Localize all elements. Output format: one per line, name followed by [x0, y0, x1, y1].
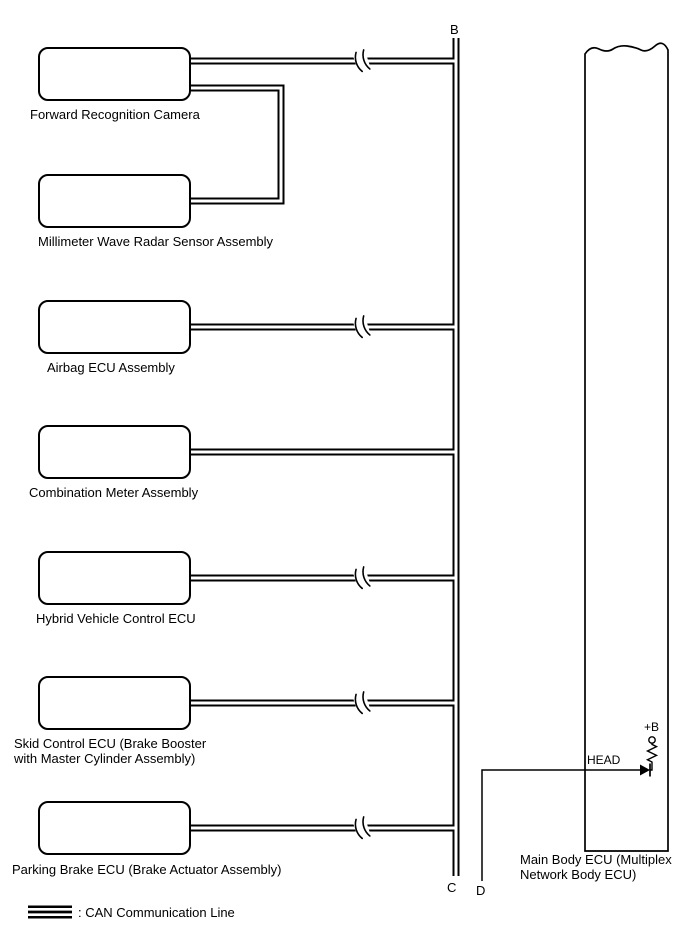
can-link-camera-radar — [191, 84, 285, 205]
can-lines-outer — [191, 38, 460, 876]
module-label-forward-recognition-camera: Forward Recognition Camera — [30, 107, 200, 122]
module-label-airbag-ecu: Airbag ECU Assembly — [47, 360, 175, 375]
plus-b-terminal-icon — [648, 736, 656, 744]
head-wire — [481, 769, 640, 881]
module-box-airbag-ecu — [38, 300, 191, 354]
module-label-hybrid-vehicle-control-ecu: Hybrid Vehicle Control ECU — [36, 611, 196, 626]
head-pin-label: HEAD — [587, 753, 621, 767]
legend-can-line-label: : CAN Communication Line — [78, 905, 235, 920]
resistor-icon — [645, 743, 659, 764]
connector-label-b: B — [450, 22, 459, 37]
connector-label-d: D — [476, 883, 486, 898]
plus-b-label: +B — [644, 720, 660, 734]
module-label-combination-meter: Combination Meter Assembly — [29, 485, 199, 500]
break-icon — [352, 566, 371, 590]
module-label-millimeter-wave-radar: Millimeter Wave Radar Sensor Assembly — [38, 234, 274, 249]
module-box-millimeter-wave-radar — [38, 174, 191, 228]
connector-label-c: C — [447, 880, 457, 895]
module-box-hybrid-vehicle-control-ecu — [38, 551, 191, 605]
module-box-parking-brake-ecu — [38, 801, 191, 855]
module-box-forward-recognition-camera — [38, 47, 191, 101]
break-icon — [352, 691, 371, 715]
break-icon — [352, 315, 371, 339]
module-box-skid-control-ecu — [38, 676, 191, 730]
module-label-parking-brake-ecu: Parking Brake ECU (Brake Actuator Assemb… — [12, 862, 282, 877]
module-box-combination-meter — [38, 425, 191, 479]
legend-can-line-sample-icon — [28, 905, 72, 919]
break-icon — [352, 816, 371, 840]
can-lines-inner — [191, 38, 458, 876]
line-break-symbols — [352, 49, 371, 840]
main-body-ecu-outline — [584, 42, 669, 852]
main-body-ecu-label: Main Body ECU (Multiplex Network Body EC… — [520, 852, 672, 883]
module-label-skid-control-ecu: Skid Control ECU (Brake Booster with Mas… — [14, 736, 207, 767]
diode-icon — [640, 763, 653, 777]
break-icon — [352, 49, 371, 73]
